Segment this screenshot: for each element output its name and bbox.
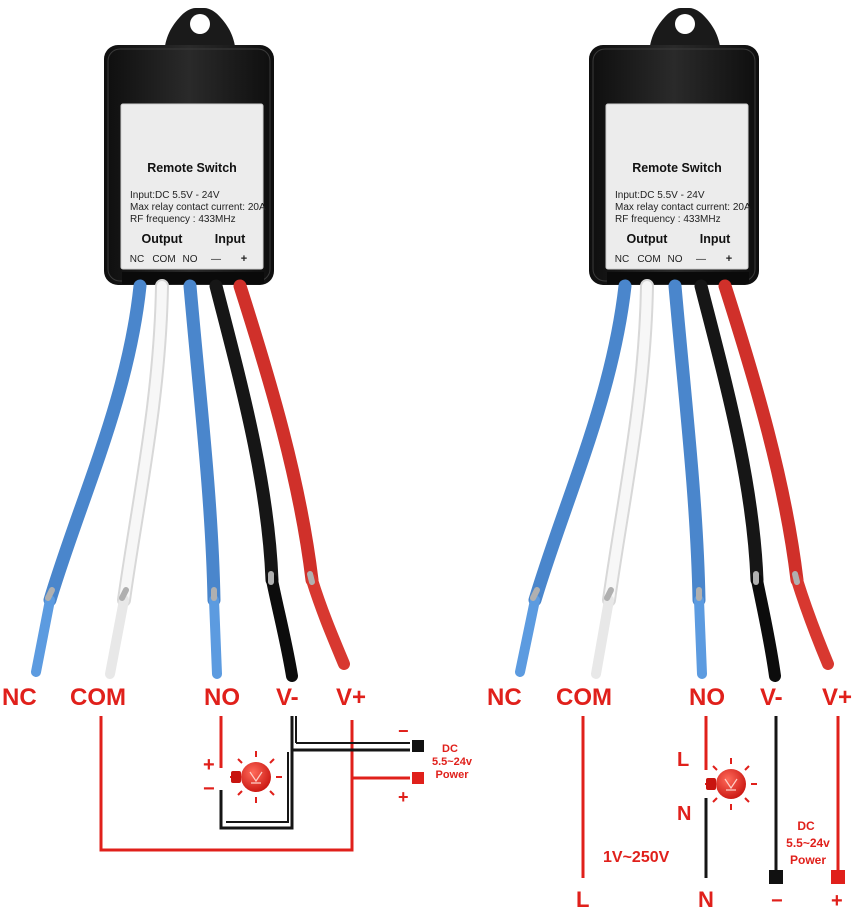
left-diagram: Remote Switch Input:DC 5.5V - 24V Max re… bbox=[2, 7, 473, 852]
wire-vplus-red bbox=[718, 279, 804, 587]
power-plus-terminal bbox=[831, 870, 845, 884]
power-minus-label: − bbox=[398, 721, 409, 741]
wire-vminus-black bbox=[694, 279, 764, 587]
module-pin-no: NO bbox=[183, 254, 198, 265]
label-com: COM bbox=[556, 684, 612, 711]
module-pin-nc: NC bbox=[615, 254, 629, 265]
label-vplus: V+ bbox=[822, 684, 852, 711]
power-plus-terminal bbox=[412, 772, 424, 784]
module-spec-current: Max relay contact current: 20A bbox=[130, 202, 266, 213]
lamp-minus-label: − bbox=[203, 778, 215, 800]
wire-no-blue bbox=[668, 279, 706, 607]
right-diagram: Remote Switch Input:DC 5.5V - 24V Max re… bbox=[487, 7, 852, 912]
module-output-label: Output bbox=[627, 232, 669, 246]
lamp-l-label: L bbox=[677, 749, 689, 771]
right-power-supply: DC 5.5~24v Power − + bbox=[769, 819, 845, 912]
module-title: Remote Switch bbox=[147, 161, 237, 175]
module-input-label: Input bbox=[215, 232, 246, 246]
power-plus-label: + bbox=[831, 890, 843, 912]
right-terminal-labels: NC COM NO V- V+ bbox=[487, 684, 852, 711]
module-pin-no: NO bbox=[668, 254, 683, 265]
power-minus-label: − bbox=[771, 890, 783, 912]
label-no: NO bbox=[689, 684, 725, 711]
power-word-label: Power bbox=[435, 769, 469, 781]
lamp-n-label: N bbox=[677, 803, 691, 825]
wire-vminus-black bbox=[209, 279, 279, 587]
light-bulb-icon bbox=[230, 751, 282, 803]
mains-voltage-label: 1V~250V bbox=[603, 849, 670, 866]
power-voltage-label: 5.5~24v bbox=[786, 836, 830, 850]
power-minus-terminal bbox=[769, 870, 783, 884]
left-circuit bbox=[99, 716, 410, 852]
module-pin-nc: NC bbox=[130, 254, 144, 265]
right-bulb bbox=[705, 758, 757, 810]
right-remote-switch-module: Remote Switch Input:DC 5.5V - 24V Max re… bbox=[588, 7, 760, 286]
power-dc-label: DC bbox=[442, 743, 458, 755]
module-spec-frequency: RF frequency : 433MHz bbox=[130, 214, 236, 225]
left-remote-switch-module: Remote Switch Input:DC 5.5V - 24V Max re… bbox=[103, 7, 275, 286]
module-spec-current: Max relay contact current: 20A bbox=[615, 202, 751, 213]
module-pin-minus: — bbox=[211, 254, 221, 265]
wire-no-blue bbox=[183, 279, 221, 607]
module-title: Remote Switch bbox=[632, 161, 722, 175]
left-wires bbox=[31, 279, 350, 682]
wire-nc-blue bbox=[43, 279, 147, 607]
right-wires bbox=[515, 279, 834, 682]
label-nc: NC bbox=[2, 684, 37, 711]
left-bulb bbox=[230, 751, 282, 803]
label-com: COM bbox=[70, 684, 126, 711]
label-vminus: V- bbox=[760, 684, 783, 711]
label-vminus: V- bbox=[276, 684, 299, 711]
left-power-supply: − + DC 5.5~24v Power bbox=[398, 721, 473, 807]
label-vplus: V+ bbox=[336, 684, 366, 711]
module-pin-minus: — bbox=[696, 254, 706, 265]
module-spec-input: Input:DC 5.5V - 24V bbox=[615, 190, 705, 201]
com-loop-red bbox=[99, 716, 410, 852]
module-pin-plus: + bbox=[241, 253, 247, 265]
power-word-label: Power bbox=[790, 853, 826, 867]
power-minus-terminal bbox=[412, 740, 424, 752]
module-pin-com: COM bbox=[152, 254, 175, 265]
module-output-label: Output bbox=[142, 232, 184, 246]
bottom-n-label: N bbox=[698, 887, 714, 912]
bottom-l-label: L bbox=[576, 887, 589, 912]
power-voltage-label: 5.5~24v bbox=[432, 756, 473, 768]
lamp-plus-label: + bbox=[203, 754, 215, 776]
power-dc-label: DC bbox=[797, 819, 815, 833]
light-bulb-icon bbox=[705, 758, 757, 810]
label-no: NO bbox=[204, 684, 240, 711]
wire-nc-blue bbox=[528, 279, 632, 607]
wire-vplus-red bbox=[233, 279, 319, 587]
right-circuit bbox=[581, 716, 840, 878]
module-pin-com: COM bbox=[637, 254, 660, 265]
left-terminal-labels: NC COM NO V- V+ bbox=[2, 684, 366, 711]
label-nc: NC bbox=[487, 684, 522, 711]
module-input-label: Input bbox=[700, 232, 731, 246]
module-spec-input: Input:DC 5.5V - 24V bbox=[130, 190, 220, 201]
module-spec-frequency: RF frequency : 433MHz bbox=[615, 214, 721, 225]
power-plus-label: + bbox=[398, 787, 409, 807]
module-pin-plus: + bbox=[726, 253, 732, 265]
